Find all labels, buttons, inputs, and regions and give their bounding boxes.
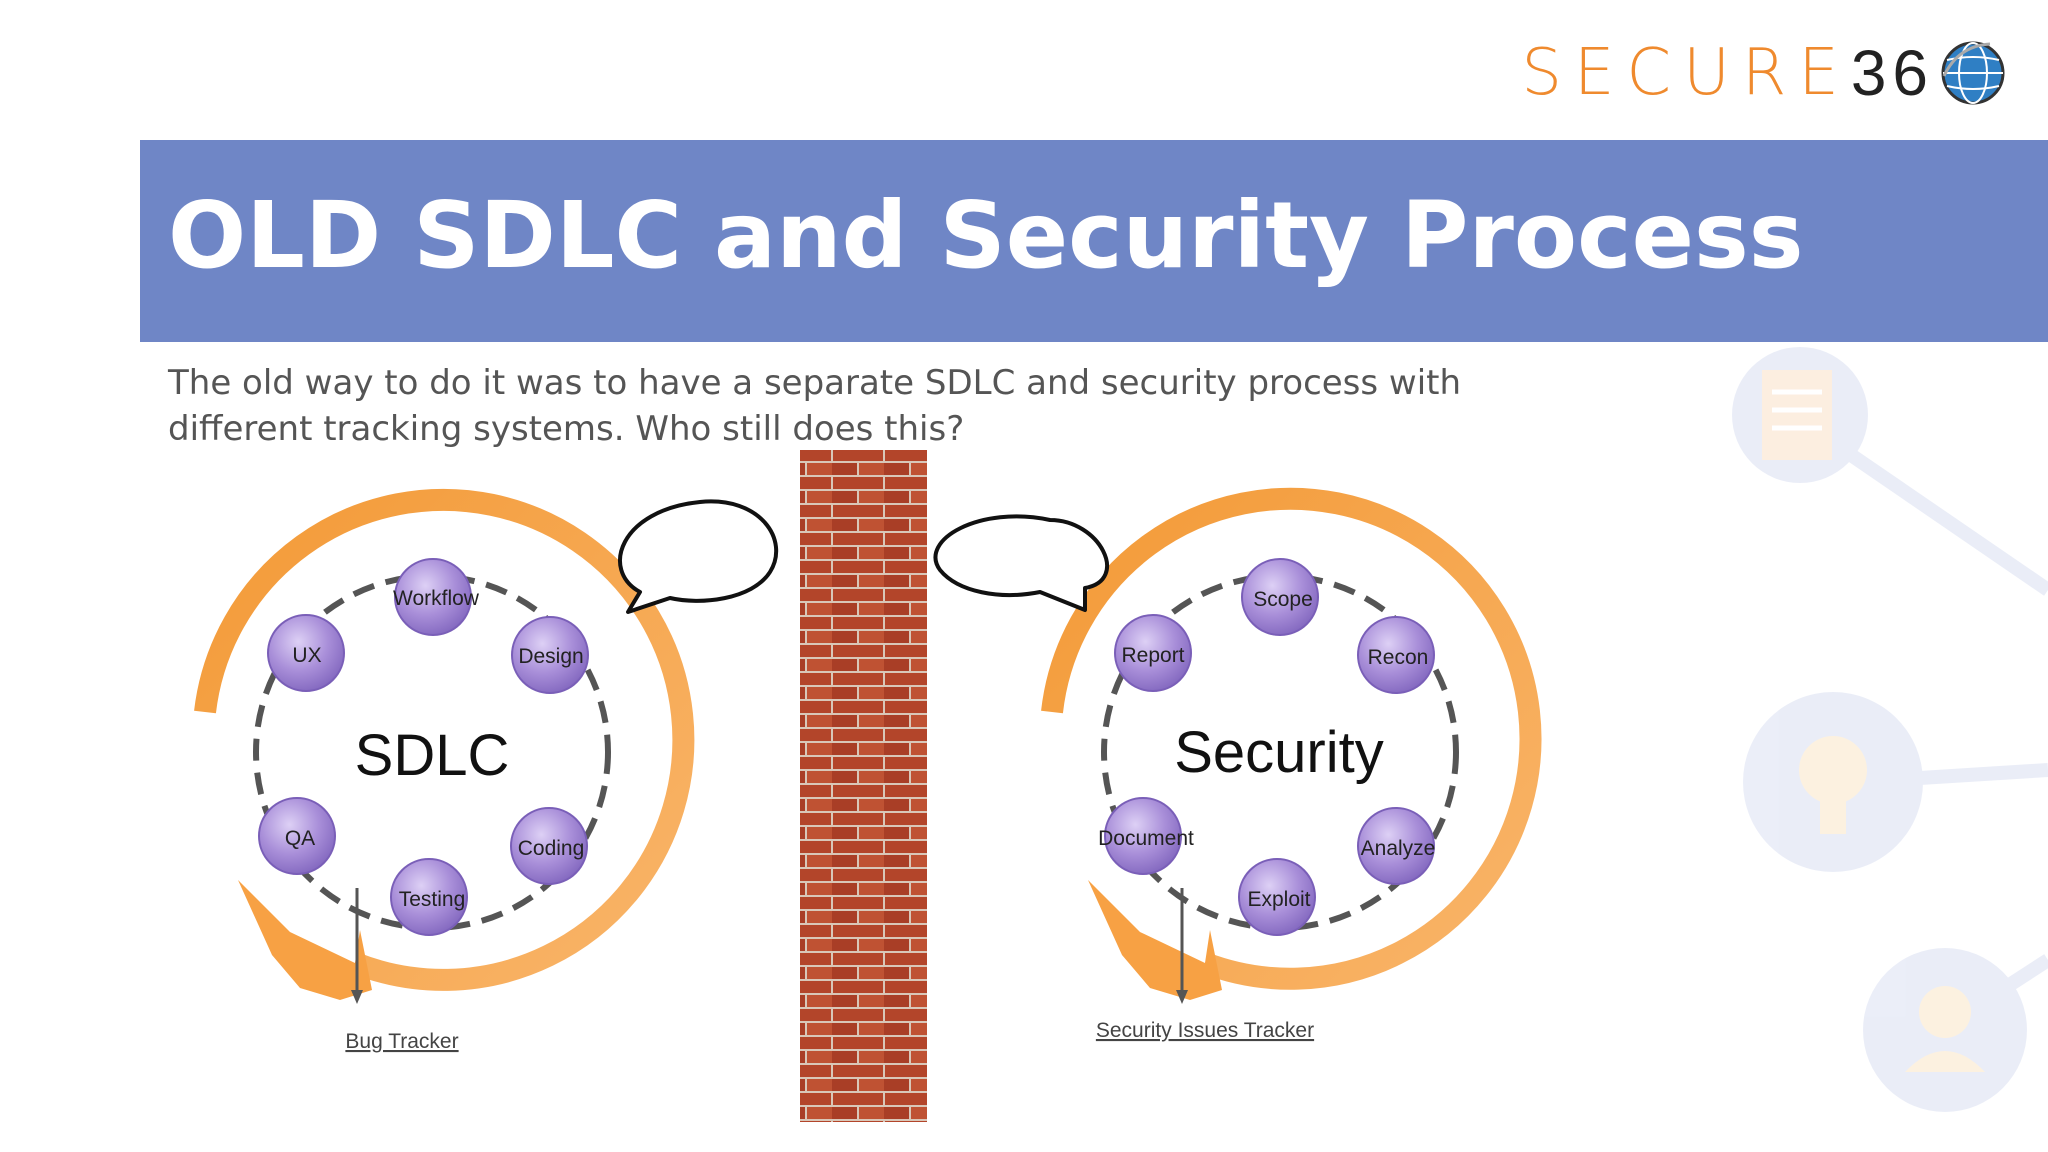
subtitle-text: The old way to do it was to have a separ… (168, 363, 1462, 449)
sdlc-arrow-head (238, 880, 372, 1000)
sdlc-tracker-arrowhead (351, 990, 363, 1004)
security-tracker-arrowhead (1176, 990, 1188, 1004)
svg-text:Scope: Scope (1253, 588, 1313, 611)
sdlc-cycle-arrow (194, 488, 695, 991)
security-node-analyze: Analyze (1357, 807, 1436, 885)
security-node-report: Report (1114, 614, 1192, 692)
sdlc-node-ux: UX (267, 614, 345, 692)
security-node-scope: Scope (1241, 558, 1319, 636)
sdlc-node-workflow: Workflow (393, 558, 480, 636)
user-group-icon (1863, 948, 2027, 1112)
brick-wall (800, 450, 927, 1122)
document-icon (1732, 347, 1868, 483)
sdlc-node-testing: Testing (390, 858, 468, 936)
svg-text:Exploit: Exploit (1247, 888, 1310, 911)
sdlc-node-qa: QA (258, 797, 336, 875)
page-title: OLD SDLC and Security Process (168, 182, 1804, 289)
speech-bubble-icon (933, 514, 1109, 612)
secure360-logo: SECURE 36 (1521, 28, 2008, 118)
bug-tracker-link[interactable]: Bug Tracker (345, 1030, 458, 1053)
sdlc-node-coding: Coding (510, 807, 588, 885)
svg-text:Document: Document (1098, 827, 1194, 850)
speech-bubble-icon (618, 499, 779, 614)
security-node-exploit: Exploit (1238, 858, 1316, 936)
svg-text:Recon: Recon (1368, 646, 1429, 669)
security-issues-tracker-link[interactable]: Security Issues Tracker (1096, 1019, 1314, 1042)
logo-number: 36 (1850, 37, 1934, 109)
security-center-label: Security (1174, 720, 1384, 785)
svg-text:Report: Report (1121, 644, 1184, 667)
sdlc-node-design: Design (511, 616, 589, 694)
background-decoration (1732, 347, 2048, 1112)
security-node-document: Document (1098, 797, 1194, 875)
lightbulb-icon (1743, 692, 1923, 872)
security-arrow-head (1088, 880, 1222, 1000)
security-cycle: Security Scope Recon Analyze Exploit Doc… (933, 487, 1542, 1042)
security-node-recon: Recon (1357, 616, 1435, 694)
security-cycle-arrow (1041, 487, 1542, 990)
svg-text:Testing: Testing (399, 888, 466, 911)
svg-text:QA: QA (285, 827, 315, 850)
logo-letters: SECURE (1521, 36, 1851, 110)
globe-icon (1941, 41, 2005, 105)
sdlc-cycle: SDLC Workflow Design Coding Testing QA U… (194, 488, 779, 1053)
title-bar: OLD SDLC and Security Process (140, 140, 2048, 342)
sdlc-center-label: SDLC (355, 723, 510, 788)
svg-text:Workflow: Workflow (393, 587, 480, 610)
svg-text:Analyze: Analyze (1361, 837, 1436, 860)
svg-text:UX: UX (292, 644, 321, 667)
svg-text:Coding: Coding (518, 837, 585, 860)
svg-text:Design: Design (518, 645, 583, 668)
